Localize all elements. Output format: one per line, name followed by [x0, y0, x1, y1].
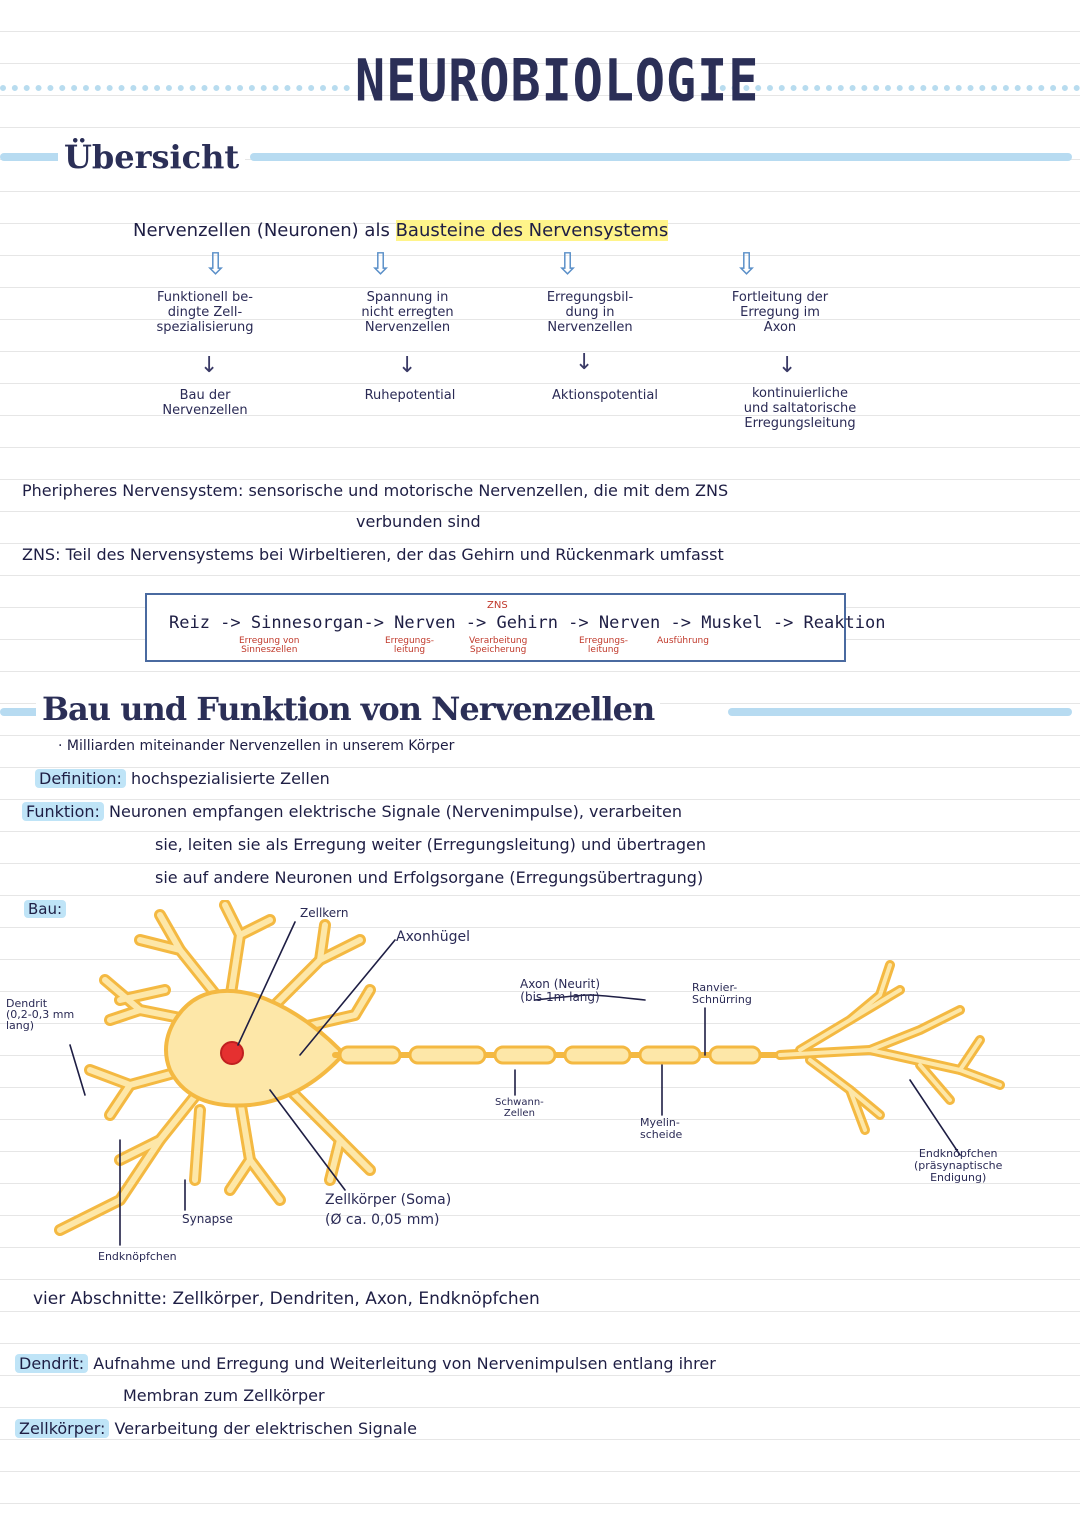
title-dots-right — [708, 85, 1080, 91]
arrow-down-icon: ⇩ — [203, 247, 229, 282]
branch-2-top: Spannung in nicht erregten Nervenzellen — [361, 290, 454, 335]
branch-3-bottom: Aktionspotential — [552, 388, 658, 403]
neuron-diagram — [54, 900, 1005, 1246]
arrow-down-icon: ⇩ — [734, 247, 760, 282]
dendrit-label: Dendrit: — [15, 1354, 89, 1373]
label-dendrit: Dendrit (0,2-0,3 mm lang) — [6, 997, 75, 1032]
structure-bar-left — [0, 708, 45, 716]
label-axonhuegel: Axonhügel — [396, 929, 471, 945]
label-myelin: Myelin- scheide — [640, 1116, 683, 1141]
arrow-down-icon: ↓ — [398, 353, 417, 378]
overview-heading: Übersicht — [58, 138, 246, 176]
function-text-1: Neuronen empfangen elektrische Signale (… — [109, 802, 682, 821]
pns-definition-line1: Pheripheres Nervensystem: sensorische un… — [22, 481, 729, 500]
definition-line: Definition: hochspezialisierte Zellen — [35, 769, 330, 788]
overview-bar-left — [0, 153, 70, 161]
structure-intro: · Milliarden miteinander Nervenzellen in… — [58, 738, 455, 754]
arrow-down-icon: ↓ — [200, 353, 219, 378]
overview-intro-highlight: Bausteine des Nervensystems — [395, 220, 669, 241]
flow-sub-4: Erregungs- leitung — [579, 636, 629, 655]
zellkoerper-text: Verarbeitung der elektrischen Signale — [114, 1419, 417, 1438]
arrow-down-icon: ⇩ — [555, 247, 581, 282]
branch-4-top: Fortleitung der Erregung im Axon — [731, 290, 829, 335]
function-line3: sie auf andere Neuronen und Erfolgsorgan… — [155, 868, 704, 887]
structure-heading: Bau und Funktion von Nervenzellen — [36, 690, 661, 728]
myelin-segments — [338, 1045, 762, 1065]
flow-sub-5: Ausführung — [657, 636, 709, 646]
flow-sub-3: Verarbeitung Speicherung — [469, 636, 528, 655]
bau-label: Bau: — [24, 900, 67, 918]
function-label: Funktion: — [22, 802, 104, 821]
function-line1: Funktion: Neuronen empfangen elektrische… — [22, 802, 682, 821]
branch-2-bottom: Ruhepotential — [364, 388, 456, 403]
title-dots-left — [0, 85, 350, 91]
function-line2: sie, leiten sie als Erregung weiter (Err… — [155, 835, 707, 854]
zellkoerper-line: Zellkörper: Verarbeitung der elektrische… — [15, 1419, 417, 1438]
overview-intro-text: Nervenzellen (Neuronen) als — [133, 220, 390, 241]
nucleus — [220, 1041, 244, 1065]
pointer-lines — [69, 921, 961, 1246]
dendrit-text-1: Aufnahme und Erregung und Weiterleitung … — [93, 1354, 716, 1373]
label-ranvier: Ranvier- Schnürring — [692, 981, 752, 1006]
label-zellkern: Zellkern — [300, 906, 349, 920]
flow-zns-label: ZNS — [487, 600, 508, 611]
bau-label-text: Bau: — [24, 900, 67, 918]
label-schwann: Schwann- Zellen — [495, 1097, 544, 1119]
page-title: NEUROBIOLOGIE — [355, 47, 760, 115]
label-synapse: Synapse — [182, 1212, 233, 1226]
branch-1-top: Funktionell be- dingte Zell- spezialisie… — [156, 290, 254, 335]
branch-3-top: Erregungsbil- dung in Nervenzellen — [546, 290, 634, 335]
definition-label: Definition: — [35, 769, 126, 788]
dendrit-line1: Dendrit: Aufnahme und Erregung und Weite… — [15, 1354, 716, 1373]
pns-definition-line2: verbunden sind — [356, 512, 481, 531]
label-endknoepfchen-right: Endknöpfchen (präsynaptische Endigung) — [914, 1147, 1003, 1184]
zellkoerper-label: Zellkörper: — [15, 1419, 110, 1438]
label-endknoepfchen-left: Endknöpfchen — [98, 1250, 177, 1263]
structure-bar-right — [728, 708, 1072, 716]
dendrit-line2: Membran zum Zellkörper — [123, 1386, 325, 1405]
branch-1-bottom: Bau der Nervenzellen — [162, 388, 248, 418]
arrow-down-icon: ↓ — [778, 353, 797, 378]
arrow-down-icon: ↓ — [575, 350, 594, 375]
definition-text: hochspezialisierte Zellen — [130, 769, 330, 788]
overview-bar-right — [250, 153, 1072, 161]
flow-sub-2: Erregungs- leitung — [385, 636, 435, 655]
arrow-down-icon: ⇩ — [368, 247, 394, 282]
signal-flow-box: ZNS Reiz -> Sinnesorgan-> Nerven -> Gehi… — [145, 593, 885, 662]
axon-terminals — [775, 960, 1005, 1135]
cell-body — [164, 988, 342, 1108]
overview-intro: Nervenzellen (Neuronen) als Bausteine de… — [133, 220, 669, 241]
flow-sub-1: Erregung von Sinneszellen — [239, 636, 300, 655]
zns-definition: ZNS: Teil des Nervensystems bei Wirbelti… — [22, 545, 724, 564]
branch-4-bottom: kontinuierliche und saltatorische Erregu… — [743, 386, 857, 431]
label-axon: Axon (Neurit) (bis 1m lang) — [520, 977, 601, 1004]
four-parts-line: vier Abschnitte: Zellkörper, Dendriten, … — [33, 1289, 540, 1309]
flow-main-chain: Reiz -> Sinnesorgan-> Nerven -> Gehirn -… — [169, 613, 886, 633]
label-zellkoerper: Zellkörper (Soma) (Ø ca. 0,05 mm) — [325, 1192, 452, 1228]
